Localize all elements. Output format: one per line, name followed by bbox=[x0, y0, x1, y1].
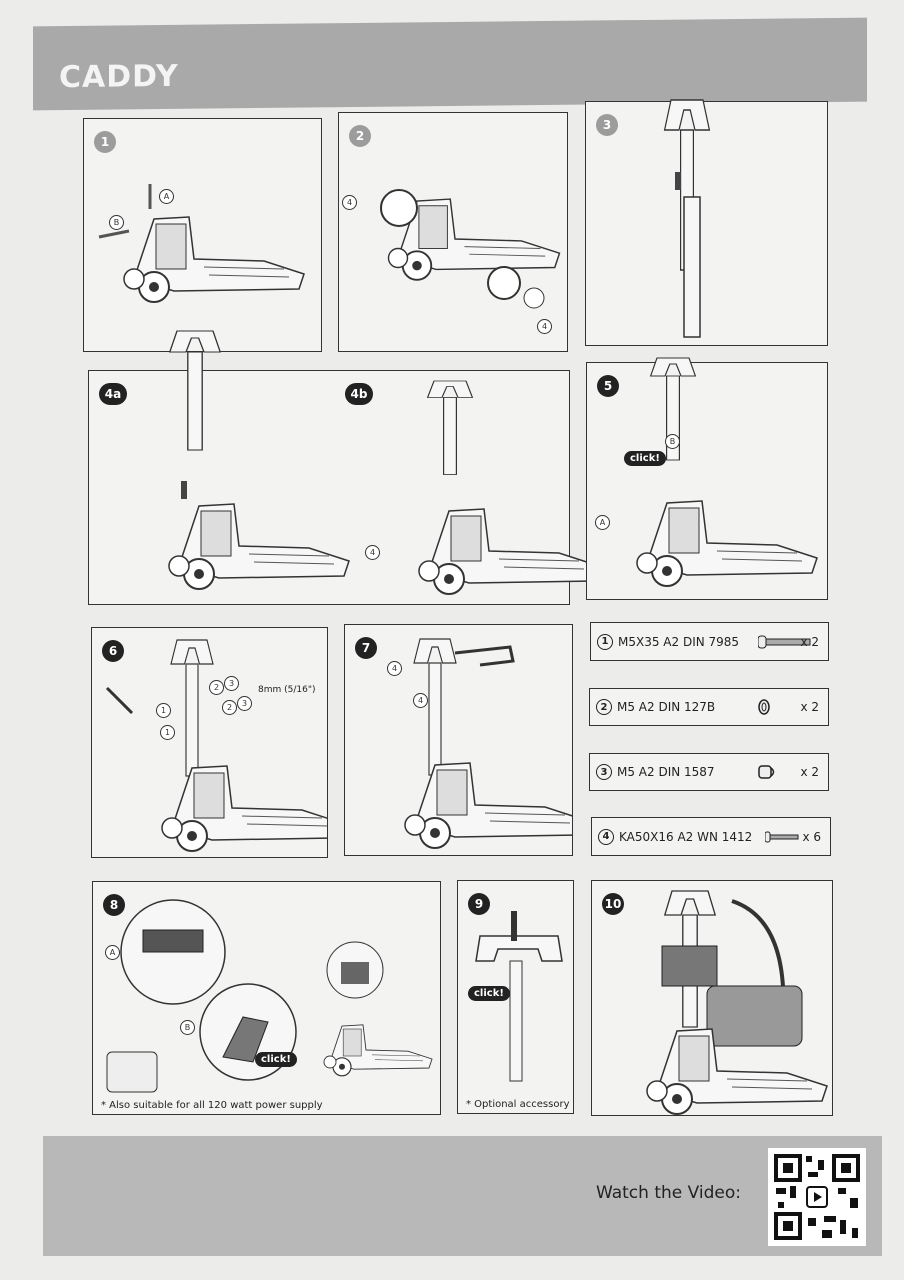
hook-mount-illustration bbox=[404, 638, 572, 849]
youtube-play-icon bbox=[806, 1186, 828, 1208]
part-number: 1 bbox=[597, 633, 613, 650]
part-row: 2 M5 A2 DIN 127B x 2 bbox=[589, 688, 829, 726]
callout-4: 4 bbox=[342, 195, 357, 210]
step-5-panel: 5 click! B A bbox=[586, 357, 828, 600]
handle-attach-illustration bbox=[168, 330, 600, 595]
step-3-panel: 3 bbox=[585, 99, 828, 346]
watch-video-label: Watch the Video: bbox=[596, 1183, 741, 1203]
step-7-panel: 7 4 4 bbox=[344, 624, 573, 856]
callout-1: 1 bbox=[156, 703, 171, 718]
part-name: M5X35 A2 DIN 7985 bbox=[618, 634, 740, 649]
power-supply-mount-illustration bbox=[106, 899, 433, 1093]
part-quantity: x 2 bbox=[800, 634, 819, 649]
step-number: 5 bbox=[597, 375, 619, 397]
page-title: CADDY bbox=[59, 58, 179, 96]
callout-3: 3 bbox=[237, 696, 252, 711]
callout-2: 2 bbox=[209, 680, 224, 695]
part-number: 3 bbox=[596, 764, 612, 780]
assembled-caddy-illustration bbox=[646, 890, 828, 1115]
part-name: M5 A2 DIN 127B bbox=[617, 700, 716, 714]
screw-icon bbox=[758, 635, 811, 648]
step-number: 8 bbox=[103, 894, 125, 916]
footnote: * Also suitable for all 120 watt power s… bbox=[101, 1100, 323, 1111]
step-number: 10 bbox=[602, 893, 624, 915]
callout-3: 3 bbox=[224, 676, 239, 691]
step-8-panel: 8 A B click! * Also suitable for all 120… bbox=[92, 881, 441, 1115]
step-number: 4b bbox=[345, 383, 373, 405]
step-1-panel: 1 A B bbox=[83, 118, 322, 352]
caddy-base-illustration bbox=[98, 184, 305, 303]
part-row: 1 M5X35 A2 DIN 7985 x 2 bbox=[590, 622, 829, 661]
callout-4: 4 bbox=[387, 661, 402, 676]
part-row: 3 M5 A2 DIN 1587 x 2 bbox=[589, 753, 829, 791]
step-number: 6 bbox=[102, 640, 124, 662]
click-lock-illustration bbox=[636, 357, 818, 587]
click-label: click! bbox=[255, 1052, 297, 1067]
part-name: KA50X16 A2 WN 1412 bbox=[619, 829, 753, 844]
callout-a: A bbox=[105, 945, 120, 960]
callout-b: B bbox=[180, 1020, 195, 1035]
nut-icon bbox=[758, 765, 775, 779]
part-name: M5 A2 DIN 1587 bbox=[617, 765, 715, 779]
screw-icon bbox=[765, 831, 799, 842]
part-number: 4 bbox=[598, 828, 614, 845]
step-number: 1 bbox=[94, 131, 116, 153]
part-row: 4 KA50X16 A2 WN 1412 x 6 bbox=[591, 817, 831, 856]
step-number: 7 bbox=[355, 637, 377, 659]
wheel-mount-illustration bbox=[380, 189, 561, 309]
step-number: 3 bbox=[596, 114, 618, 136]
step-10-panel: 10 bbox=[591, 880, 833, 1116]
callout-2: 2 bbox=[222, 700, 237, 715]
callout-b: B bbox=[109, 215, 124, 230]
footnote: * Optional accessory bbox=[466, 1099, 570, 1110]
click-label: click! bbox=[624, 451, 666, 466]
callout-a: A bbox=[595, 515, 610, 530]
step-6-panel: 6 1 1 2 3 2 3 8mm (5/16") bbox=[91, 627, 328, 858]
step-4-panel: 4a 4b 4 bbox=[88, 330, 600, 605]
callout-1: 1 bbox=[160, 725, 175, 740]
step-number: 9 bbox=[468, 893, 490, 915]
step-number: 2 bbox=[349, 125, 371, 147]
handle-insert-illustration bbox=[663, 99, 711, 338]
click-label: click! bbox=[468, 986, 510, 1001]
screw-mount-illustration bbox=[105, 639, 327, 852]
callout-4: 4 bbox=[413, 693, 428, 708]
callout-4: 4 bbox=[537, 319, 552, 334]
wrench-size-label: 8mm (5/16") bbox=[258, 685, 316, 695]
accessory-mount-illustration bbox=[475, 911, 563, 1082]
part-number: 2 bbox=[596, 699, 612, 715]
callout-4: 4 bbox=[365, 545, 380, 560]
step-number: 4a bbox=[99, 383, 127, 405]
part-quantity: x 6 bbox=[802, 829, 821, 844]
page-header: CADDY bbox=[33, 17, 867, 111]
video-footer: Watch the Video: bbox=[43, 1136, 882, 1256]
washer-icon bbox=[758, 699, 770, 715]
callout-a: A bbox=[159, 189, 174, 204]
qr-code[interactable] bbox=[768, 1148, 866, 1246]
step-9-panel: 9 click! * Optional accessory bbox=[457, 880, 574, 1114]
step-2-panel: 2 4 4 bbox=[338, 112, 568, 352]
callout-b: B bbox=[665, 434, 680, 449]
part-quantity: x 2 bbox=[800, 765, 819, 779]
part-quantity: x 2 bbox=[800, 700, 819, 714]
